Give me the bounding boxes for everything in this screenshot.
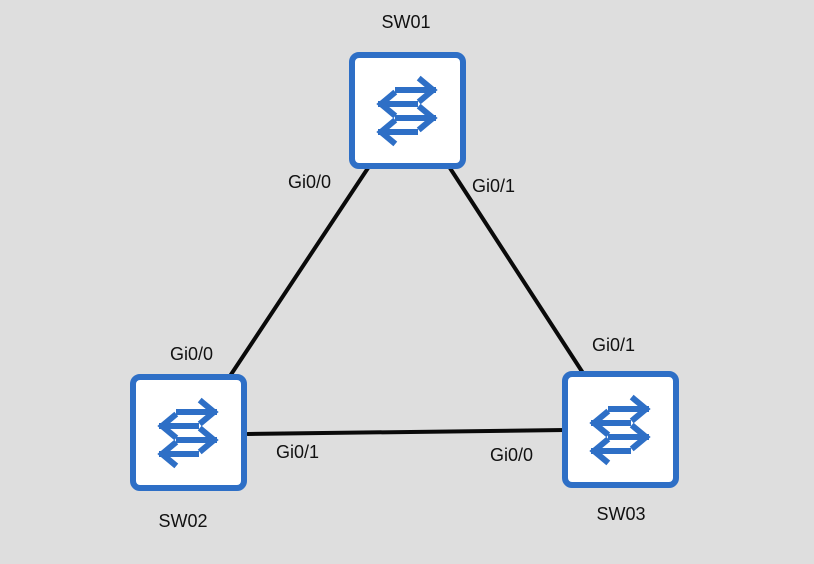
- switch-icon: [133, 377, 244, 488]
- switch-sw01[interactable]: [352, 55, 463, 166]
- port-label-sw01-gi0-1: Gi0/1: [472, 176, 515, 196]
- port-label-sw01-gi0-0: Gi0/0: [288, 172, 331, 192]
- port-label-sw03-gi0-0: Gi0/0: [490, 445, 533, 465]
- port-label-sw02-gi0-1: Gi0/1: [276, 442, 319, 462]
- link-sw01-sw03[interactable]: [446, 163, 585, 375]
- device-label-sw02: SW02: [158, 511, 207, 531]
- link-sw02-sw03[interactable]: [246, 428, 567, 436]
- port-label-sw03-gi0-1: Gi0/1: [592, 335, 635, 355]
- device-label-sw01: SW01: [381, 12, 430, 32]
- device-label-sw03: SW03: [596, 504, 645, 524]
- port-label-sw02-gi0-0: Gi0/0: [170, 344, 213, 364]
- switch-sw02[interactable]: [133, 377, 244, 488]
- switch-icon: [565, 374, 676, 485]
- link-sw01-sw02[interactable]: [228, 163, 372, 378]
- switch-sw03[interactable]: [565, 374, 676, 485]
- switch-icon: [352, 55, 463, 166]
